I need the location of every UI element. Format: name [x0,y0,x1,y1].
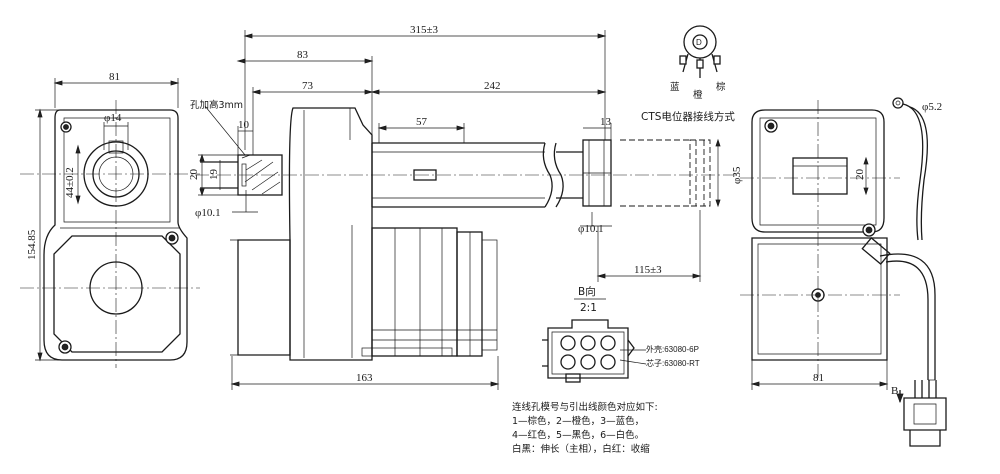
shell-part: 外壳:63080-6P [646,344,699,354]
core-part: 芯子:63080-RT [646,358,700,368]
dim-115: 115±3 [634,264,662,276]
dim-phi35: φ35 [731,166,743,184]
dim-phi10-right: φ10.1 [578,223,604,235]
dim-73: 73 [302,80,314,92]
note-line-3: 4—红色，5—黑色，6—白色。 [512,429,644,441]
wire-orange: 橙 [693,89,703,101]
note-line-2: 1—棕色，2—橙色，3—蓝色， [512,415,644,427]
front-view: 315±3 83 73 242 57 13 10 孔加高3mm [188,24,743,390]
wire-blue: 蓝 [670,81,680,93]
dim-10: 10 [238,119,250,131]
left-end-view: 81 φ14 44±0.2 154.85 [20,71,200,368]
dim-163: 163 [356,372,373,384]
dim-57: 57 [416,116,428,128]
potentiometer-symbol: D 蓝 橙 棕 CTS电位器接线方式 [641,25,735,123]
dim-44: 44±0.2 [64,167,76,198]
view-b-arrow: B [891,385,898,397]
pot-letter: D [696,38,702,47]
dim-81-bottom: 81 [813,372,824,384]
hole-note: 孔加高3mm [190,99,243,111]
view-b-title: B向 [578,285,596,298]
dim-phi10-left: φ10.1 [195,207,221,219]
dim-20-left: 20 [188,169,200,181]
b-view-connector: B向 2:1 外壳:63080-6P 芯子:63080-RT [542,285,700,383]
note-line-4: 白黑：伸长（主相），白红：收缩 [512,443,650,455]
dim-83: 83 [297,49,309,61]
dim-phi14: φ14 [104,112,122,124]
dim-315: 315±3 [410,24,439,36]
dim-242: 242 [484,80,501,92]
note-line-1: 连线孔模号与引出线颜色对应如下: [512,401,658,413]
right-end-view: 20 B φ5.2 81 [740,97,947,447]
dim-20-right: 20 [854,169,866,181]
cts-title: CTS电位器接线方式 [641,110,735,123]
view-b-scale: 2:1 [580,302,597,314]
dim-154: 154.85 [26,229,38,260]
wire-notes: 连线孔模号与引出线颜色对应如下: 1—棕色，2—橙色，3—蓝色， 4—红色，5—… [512,401,658,455]
wire-brown: 棕 [716,81,726,93]
dim-phi5: φ5.2 [922,101,942,113]
dim-81-top: 81 [109,71,120,83]
dim-19: 19 [208,169,220,181]
dim-13: 13 [600,116,612,128]
